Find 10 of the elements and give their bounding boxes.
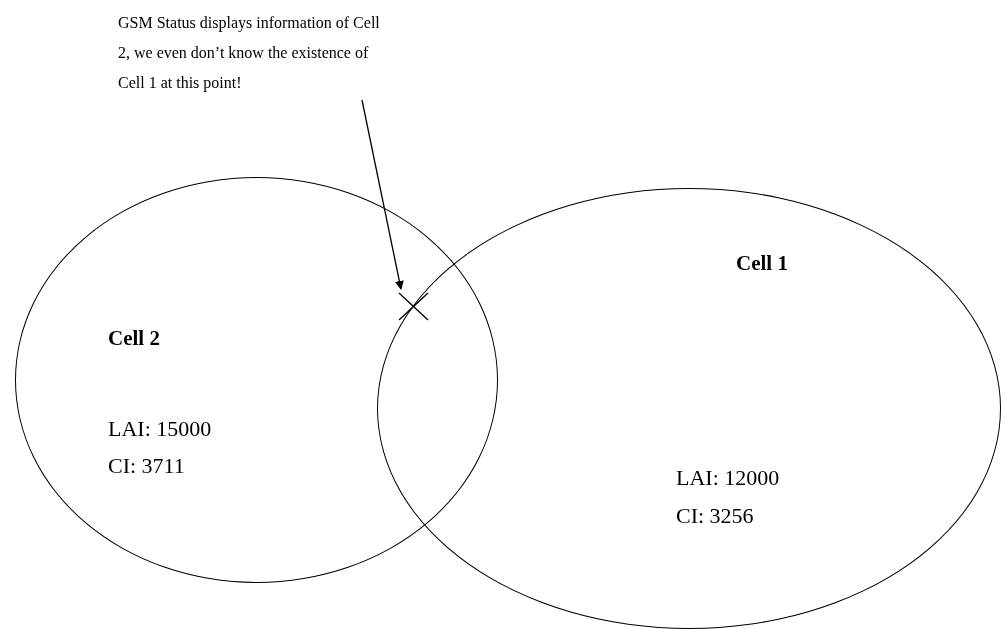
- leader-arrow: [361, 99, 404, 290]
- cell-coverage-ellipse: [377, 188, 1001, 629]
- cell-parameter: LAI: 15000: [108, 416, 212, 442]
- annotation-text: GSM Status displays information of Cell 2, we even don’t know the existence of Cell 1 at this point!: [118, 8, 388, 98]
- cell-name: Cell 1: [736, 251, 788, 276]
- cell-parameter: CI: 3256: [676, 503, 754, 529]
- cell-parameter: LAI: 12000: [676, 465, 780, 491]
- cross-mark-icon: [397, 291, 430, 322]
- cell-name: Cell 2: [108, 326, 160, 351]
- cell-parameter: CI: 3711: [108, 453, 185, 479]
